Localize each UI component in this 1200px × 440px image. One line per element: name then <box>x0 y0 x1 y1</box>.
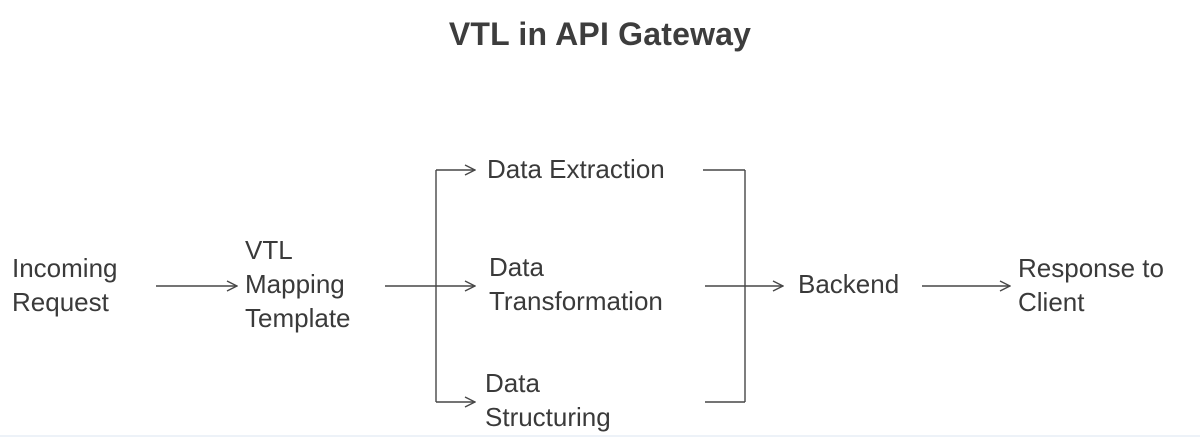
node-incoming-request: Incoming Request <box>12 253 118 317</box>
node-data-structuring: Data Structuring <box>485 368 611 432</box>
node-vtl-mapping-template: VTL Mapping Template <box>245 235 351 333</box>
node-response-to-client: Response to Client <box>1018 253 1164 317</box>
node-data-transformation: Data Transformation <box>489 252 663 316</box>
diagram-title: VTL in API Gateway <box>448 16 752 52</box>
bottom-edge-line <box>0 435 1200 437</box>
node-data-extraction: Data Extraction <box>487 154 665 184</box>
node-backend: Backend <box>798 269 900 299</box>
